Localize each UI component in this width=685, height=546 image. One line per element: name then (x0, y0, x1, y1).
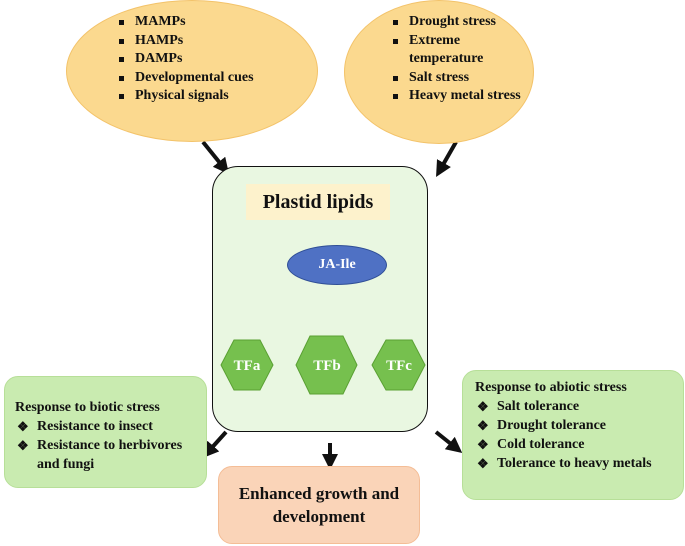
list-item: DAMPs (117, 50, 254, 69)
abiotic-response-list: ❖ Salt tolerance ❖ Drought tolerance ❖ Cold… (475, 397, 675, 473)
abiotic-signals-list: Drought stress Extreme temperature Salt … (391, 13, 521, 106)
diamond-bullet-icon: ❖ (477, 399, 489, 414)
list-item: ❖ Resistance to insect (15, 417, 205, 436)
abiotic-response-box: Response to abiotic stress ❖ Salt toleran… (462, 370, 684, 500)
abiotic-response-title: Response to abiotic stress (475, 380, 627, 395)
list-item-label: Salt tolerance (497, 399, 580, 414)
biotic-signals-oval: MAMPs HAMPs DAMPs Developmental cues Phy… (66, 0, 318, 142)
tf-label: TFa (234, 358, 261, 374)
list-item: ❖ Tolerance to heavy metals (475, 454, 675, 473)
plastid-lipids-box: Plastid lipids (246, 184, 390, 220)
arrow-biotic-signals-to-center (201, 140, 230, 175)
biotic-signals-list: MAMPs HAMPs DAMPs Developmental cues Phy… (117, 13, 254, 106)
list-item: Salt stress (391, 69, 521, 88)
tf-label: TFc (386, 358, 412, 374)
list-item-label: Drought tolerance (497, 418, 606, 433)
enhanced-growth-box: Enhanced growth and development (218, 466, 420, 544)
list-item: Physical signals (117, 87, 254, 106)
biotic-response-list: ❖ Resistance to insect ❖ Resistance to her… (15, 417, 205, 474)
diamond-bullet-icon: ❖ (17, 438, 29, 453)
outcome-label: Enhanced growth and development (238, 484, 400, 526)
list-item: ❖ Cold tolerance (475, 435, 675, 454)
diamond-bullet-icon: ❖ (477, 418, 489, 433)
abiotic-signals-oval: Drought stress Extreme temperature Salt … (344, 0, 534, 144)
diamond-bullet-icon: ❖ (477, 437, 489, 452)
biotic-response-title: Response to biotic stress (15, 400, 160, 415)
arrow-center-to-biotic-response (202, 430, 228, 458)
arrow-abiotic-signals-to-center (436, 141, 458, 177)
list-item-label: Cold tolerance (497, 437, 585, 452)
list-item-label: Resistance to herbivores and fungi (37, 438, 183, 472)
biotic-response-box: Response to biotic stress ❖ Resistance to… (4, 376, 207, 488)
list-item: Extreme temperature (391, 32, 521, 69)
list-item: Developmental cues (117, 69, 254, 88)
list-item: ❖ Drought tolerance (475, 416, 675, 435)
diamond-bullet-icon: ❖ (17, 419, 29, 434)
list-item: MAMPs (117, 13, 254, 32)
tf-label: TFb (313, 358, 341, 374)
tf-hexagon-c: TFc (371, 339, 426, 391)
tf-hexagon-b: TFb (295, 335, 358, 395)
list-item: ❖ Resistance to herbivores and fungi (15, 436, 205, 474)
diamond-bullet-icon: ❖ (477, 456, 489, 471)
list-item: HAMPs (117, 32, 254, 51)
list-item: Drought stress (391, 13, 521, 32)
tf-hexagon-a: TFa (220, 339, 274, 391)
list-item-label: Tolerance to heavy metals (497, 456, 652, 471)
arrow-center-to-abiotic-response (434, 430, 463, 453)
list-item-label: Resistance to insect (37, 419, 153, 434)
list-item: ❖ Salt tolerance (475, 397, 675, 416)
ja-ile-ellipse: JA-Ile (287, 245, 387, 285)
list-item: Heavy metal stress (391, 87, 521, 106)
